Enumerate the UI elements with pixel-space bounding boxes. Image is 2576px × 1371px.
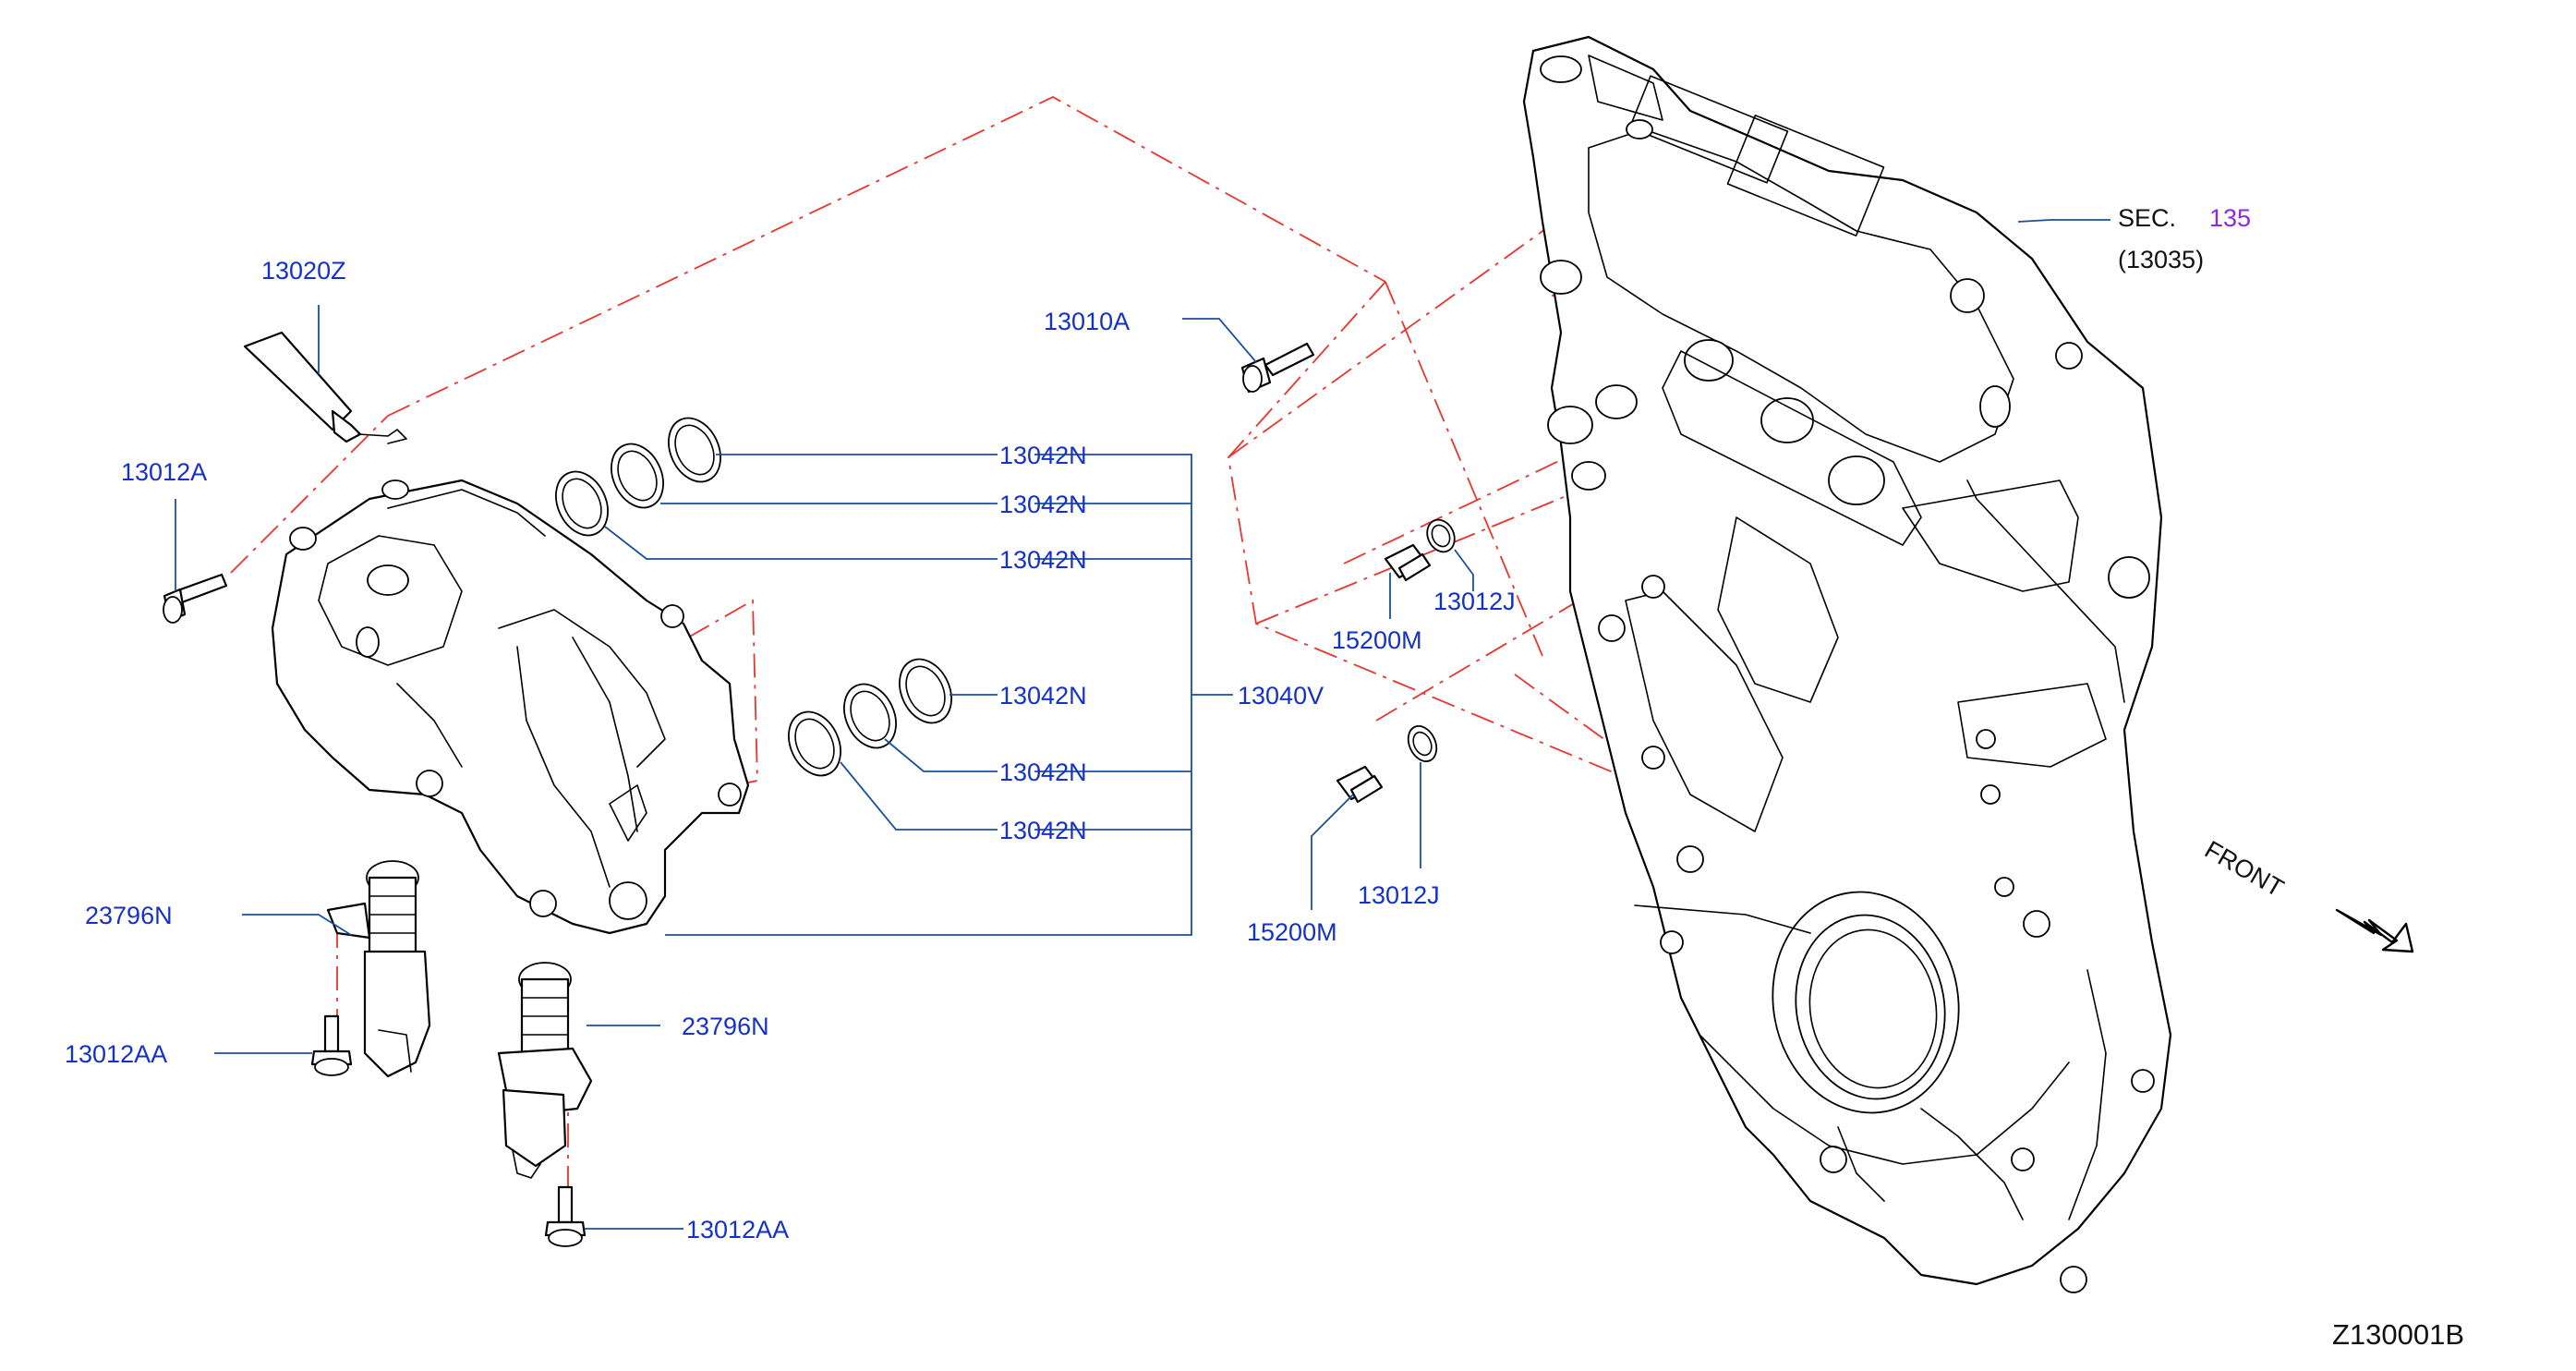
section-ref-prefix: SEC. [2118, 204, 2176, 232]
solenoid-valve-right [497, 962, 593, 1179]
oil-filters-and-washers [1336, 518, 1456, 804]
section-ref-sub: (13035) [2118, 246, 2204, 273]
o-rings [555, 417, 952, 777]
callout-13020z[interactable]: 13020Z [261, 257, 346, 285]
callout-13042n-1[interactable]: 13042N [999, 442, 1087, 469]
solenoid-valve-left [326, 860, 431, 1078]
bolt-13012a [163, 573, 228, 624]
callout-23796n-right[interactable]: 23796N [682, 1013, 769, 1040]
bolt-13012aa-left [310, 1014, 353, 1076]
section-ref-link[interactable]: 135 [2209, 204, 2251, 232]
callout-13012a[interactable]: 13012A [121, 458, 207, 486]
valve-timing-cover [271, 479, 750, 935]
callout-23796n-left[interactable]: 23796N [85, 902, 173, 929]
callout-13042n-5[interactable]: 13042N [999, 758, 1087, 786]
callout-13012aa-left[interactable]: 13012AA [65, 1040, 167, 1068]
callout-13012j-upper[interactable]: 13012J [1433, 588, 1516, 615]
bolt-13010a [1240, 342, 1315, 394]
bolt-13012aa-right [544, 1185, 587, 1247]
callout-13042n-3[interactable]: 13042N [999, 546, 1087, 574]
sealant-tube [243, 331, 407, 444]
callout-13012aa-right[interactable]: 13012AA [686, 1216, 789, 1244]
callout-13042n-2[interactable]: 13042N [999, 491, 1087, 518]
diagram-id: Z130001B [2332, 1318, 2464, 1351]
callout-15200m-upper[interactable]: 15200M [1332, 626, 1422, 654]
callout-13040v[interactable]: 13040V [1238, 682, 1324, 710]
callout-13042n-4[interactable]: 13042N [999, 682, 1087, 710]
callout-15200m-lower[interactable]: 15200M [1247, 918, 1337, 946]
front-arrow-icon [2335, 908, 2414, 953]
front-label: FRONT [2200, 835, 2289, 902]
callout-13012j-lower[interactable]: 13012J [1358, 881, 1440, 909]
leader-lines [175, 219, 2110, 1230]
timing-chain-case [1522, 35, 2172, 1293]
callout-13010a[interactable]: 13010A [1044, 308, 1130, 335]
callout-13042n-6[interactable]: 13042N [999, 817, 1087, 844]
